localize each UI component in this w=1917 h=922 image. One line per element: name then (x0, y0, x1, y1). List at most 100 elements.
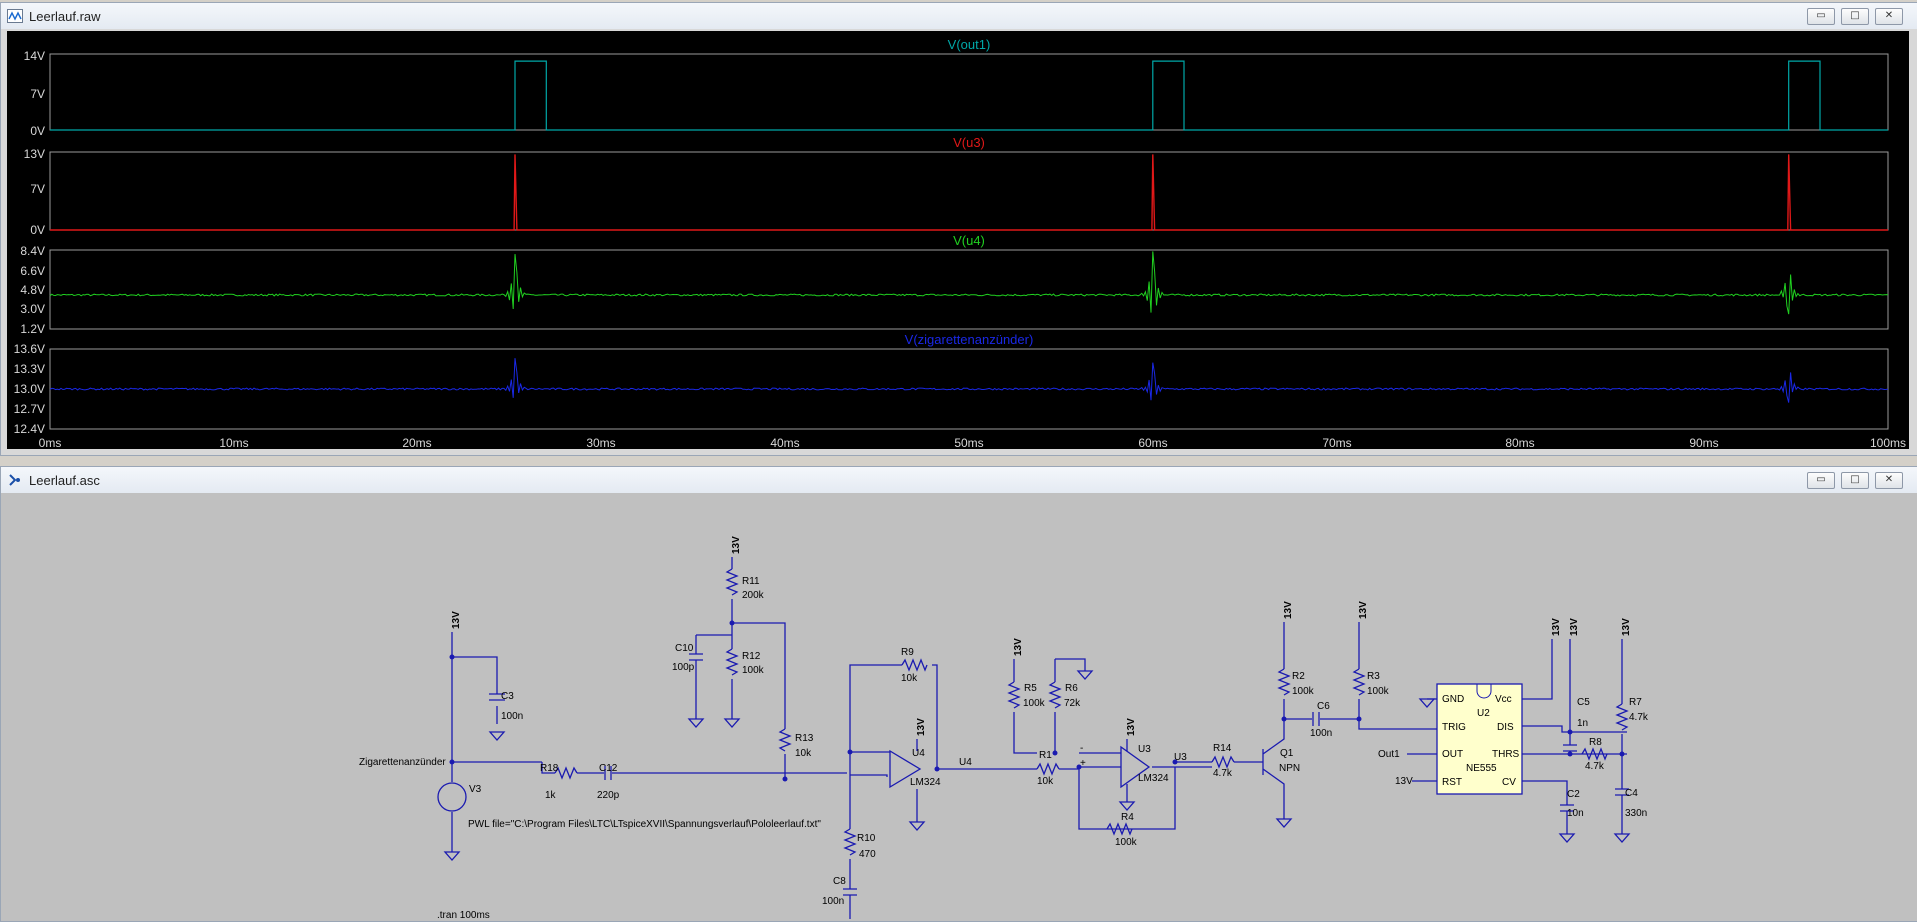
component-label[interactable]: R9 (901, 647, 914, 658)
component-label[interactable]: R5 (1024, 683, 1037, 694)
net-label[interactable]: U3 (1174, 752, 1187, 763)
net-label[interactable]: 13V (1395, 776, 1413, 787)
component-value[interactable]: 100p (672, 662, 695, 673)
component-label[interactable]: R13 (795, 733, 814, 744)
component-label[interactable]: C4 (1625, 788, 1638, 799)
component-value[interactable]: 72k (1064, 698, 1081, 709)
component-value[interactable]: 1n (1577, 718, 1588, 729)
component-value[interactable]: 330n (1625, 808, 1647, 819)
component-label[interactable]: V3 (469, 784, 482, 795)
x-tick-label: 80ms (1505, 436, 1534, 449)
component-value[interactable]: NPN (1279, 763, 1300, 774)
component-label[interactable]: U4 (912, 748, 925, 759)
component-label[interactable]: U3 (1138, 744, 1151, 755)
waveform-titlebar[interactable]: Leerlauf.raw ▭ □ ✕ (1, 3, 1917, 29)
component-label[interactable]: C5 (1577, 697, 1590, 708)
component-value[interactable]: 100n (822, 896, 844, 907)
waveform-window: Leerlauf.raw ▭ □ ✕ V(out1) 14V 7V 0V V(u… (0, 2, 1917, 456)
capacitor-c12 (604, 766, 612, 780)
component-value[interactable]: 10k (1037, 776, 1054, 787)
pin-label: DIS (1497, 722, 1514, 733)
component-value[interactable]: 1k (545, 790, 557, 801)
component-label[interactable]: R8 (1589, 737, 1602, 748)
pane-title-out1[interactable]: V(out1) (948, 37, 991, 52)
component-value[interactable]: 100n (501, 711, 523, 722)
trace-zigarettenanzuender (49, 358, 1889, 403)
component-label[interactable]: C12 (599, 763, 618, 774)
component-value[interactable]: 100k (1115, 837, 1138, 848)
resistor-r6 (1048, 681, 1062, 709)
component-value[interactable]: 100k (1292, 686, 1315, 697)
minimize-button[interactable]: ▭ (1807, 8, 1835, 25)
schematic-canvas[interactable]: 13V 13V 13V 13V 13V 13V 13V 13V 13V 13V … (7, 495, 1913, 919)
component-label[interactable]: C2 (1567, 789, 1580, 800)
y-tick-label: 0V (30, 223, 45, 237)
component-label[interactable]: C10 (675, 643, 694, 654)
pin-label: - (1080, 743, 1083, 754)
resistor-r8 (1581, 747, 1608, 761)
component-label[interactable]: R12 (742, 651, 761, 662)
minimize-button[interactable]: ▭ (1807, 472, 1835, 489)
component-label[interactable]: U2 (1477, 708, 1490, 719)
net-label[interactable]: U4 (959, 757, 972, 768)
pin-label: OUT (1442, 749, 1463, 760)
component-value[interactable]: LM324 (1138, 773, 1169, 784)
component-label[interactable]: Q1 (1280, 748, 1294, 759)
waveform-window-title: Leerlauf.raw (29, 9, 101, 24)
spice-directive[interactable]: .tran 100ms (437, 910, 490, 919)
close-button[interactable]: ✕ (1875, 8, 1903, 25)
pane-frame-out1 (49, 53, 1889, 131)
pane-title-u3[interactable]: V(u3) (953, 135, 985, 150)
component-label[interactable]: R3 (1367, 671, 1380, 682)
component-value[interactable]: 10n (1567, 808, 1584, 819)
capacitor-symbol (489, 693, 505, 701)
component-value[interactable]: NE555 (1466, 763, 1497, 774)
schematic-app-icon (9, 474, 20, 486)
component-value[interactable]: 10k (795, 748, 812, 759)
component-label[interactable]: C3 (501, 691, 514, 702)
capacitor-c5 (1563, 744, 1577, 752)
component-value[interactable]: 100n (1310, 728, 1332, 739)
pin-label: + (1080, 758, 1086, 769)
spice-directive[interactable]: PWL file="C:\Program Files\LTC\LTspiceXV… (468, 819, 821, 830)
component-label[interactable]: R2 (1292, 671, 1305, 682)
schematic-titlebar[interactable]: Leerlauf.asc ▭ □ ✕ (1, 467, 1917, 493)
component-value[interactable]: 100k (1367, 686, 1390, 697)
component-label[interactable]: R4 (1121, 812, 1134, 823)
capacitor-c10 (689, 653, 703, 661)
component-value[interactable]: 470 (859, 849, 876, 860)
component-label[interactable]: R18 (540, 763, 559, 774)
component-value[interactable]: LM324 (910, 777, 941, 788)
component-value[interactable]: 100k (1023, 698, 1046, 709)
net-label[interactable]: Out1 (1378, 749, 1400, 760)
opamp-u4 (889, 749, 922, 789)
component-value[interactable]: 4.7k (1213, 768, 1233, 779)
pane-title-u4[interactable]: V(u4) (953, 233, 985, 248)
net-label[interactable]: Zigarettenanzünder (359, 757, 446, 768)
pane-title-zigarettenanzuender[interactable]: V(zigarettenanzünder) (905, 332, 1034, 347)
component-value[interactable]: 4.7k (1585, 761, 1605, 772)
resistor-r9 (901, 658, 928, 672)
component-value[interactable]: 4.7k (1629, 712, 1649, 723)
resistor-r18 (554, 766, 578, 780)
plot-area[interactable]: V(out1) 14V 7V 0V V(u3) 13V 7V 0V V(u4) … (7, 31, 1909, 449)
component-value[interactable]: 200k (742, 590, 765, 601)
component-value[interactable]: 220p (597, 790, 620, 801)
component-label[interactable]: C6 (1317, 701, 1330, 712)
resistor-r1 (1036, 762, 1060, 776)
maximize-button[interactable]: □ (1841, 472, 1869, 489)
component-label[interactable]: R7 (1629, 697, 1642, 708)
ne555-chip[interactable] (1436, 683, 1523, 795)
component-value[interactable]: 100k (742, 665, 765, 676)
component-label[interactable]: R11 (742, 576, 760, 587)
component-label[interactable]: R14 (1213, 743, 1232, 754)
component-value[interactable]: 10k (901, 673, 918, 684)
component-label[interactable]: R6 (1065, 683, 1078, 694)
supply-label: 13V (1126, 718, 1137, 736)
component-label[interactable]: R10 (857, 833, 876, 844)
close-button[interactable]: ✕ (1875, 472, 1903, 489)
maximize-button[interactable]: □ (1841, 8, 1869, 25)
waveform-plot[interactable]: V(out1) 14V 7V 0V V(u3) 13V 7V 0V V(u4) … (7, 31, 1909, 449)
component-label[interactable]: R1 (1039, 750, 1052, 761)
component-label[interactable]: C8 (833, 876, 846, 887)
